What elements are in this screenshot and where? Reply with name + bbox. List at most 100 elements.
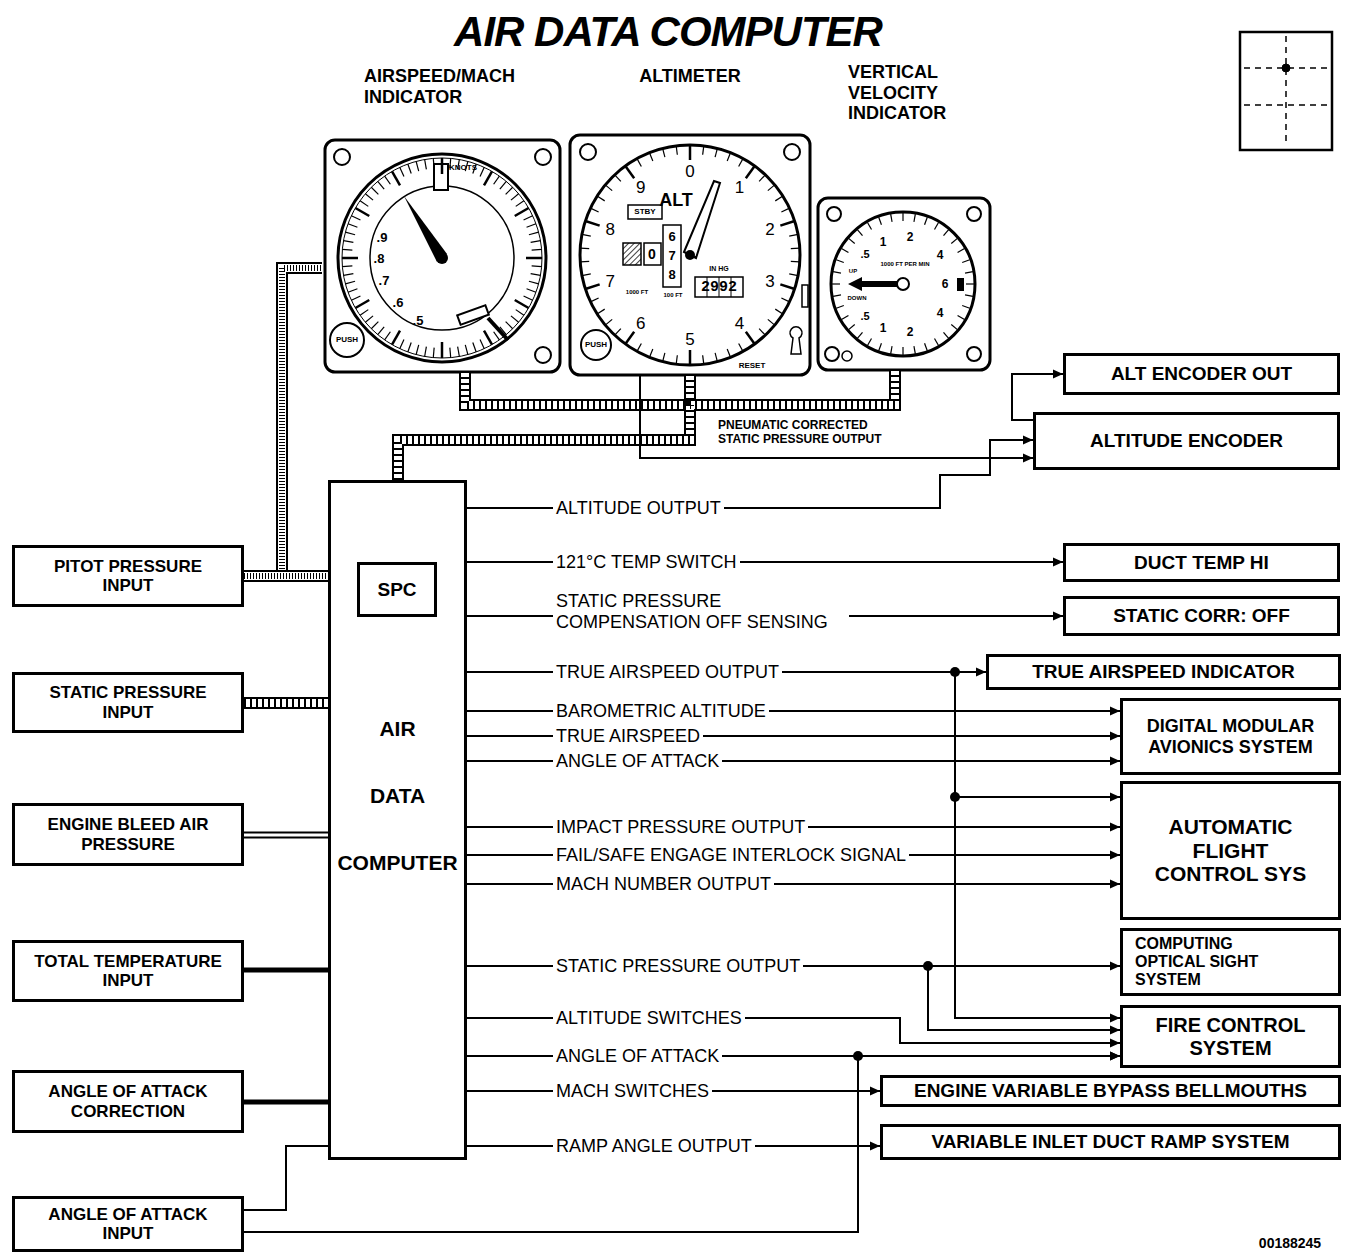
airspeed-mach-indicator: [370, 186, 514, 330]
signal-label: PNEUMATIC CORRECTED STATIC PRESSURE OUTP…: [715, 419, 891, 447]
pneumatic-line: [244, 970, 328, 971]
dial-tick: [935, 339, 939, 346]
dial-tick: [371, 187, 378, 194]
signal-label: FAIL/SAFE ENGAGE INTERLOCK SIGNAL: [553, 845, 909, 866]
instrument: AIRSPEED/MACH INDICATOR: [322, 66, 564, 372]
connector-stroke: [398, 370, 895, 480]
dial-marking: 2: [907, 326, 914, 338]
dial-marking: .5: [860, 249, 869, 260]
vertical-velocity-indicator: [827, 207, 841, 221]
dial-marking: .7: [379, 274, 390, 287]
connector-stroke: [244, 699, 328, 707]
pneumatic-line: [244, 835, 328, 836]
dial-tick: [408, 164, 411, 173]
altimeter: [580, 144, 596, 160]
node-text: AUTOMATIC FLIGHT CONTROL SYS: [1143, 815, 1318, 886]
dial-marking: 3: [765, 272, 774, 289]
system-box: ANGLE OF ATTACK CORRECTION: [12, 1070, 244, 1133]
dial-tick: [759, 329, 765, 336]
dial-marking: .6: [393, 296, 404, 309]
grid-icon: [1285, 36, 1287, 146]
vertical-velocity-indicator: [848, 277, 903, 291]
dial-tick: [441, 342, 444, 358]
dial-tick: [585, 284, 599, 289]
dial-tick: [943, 230, 948, 236]
dial-tick: [365, 194, 373, 200]
connector-stroke: [244, 697, 328, 709]
dial-tick: [689, 145, 692, 160]
altimeter: [570, 135, 810, 375]
dial-tick: [857, 230, 862, 236]
dial-marking: 1: [880, 322, 887, 334]
dial-tick: [532, 265, 542, 267]
connector-stroke: [467, 672, 1120, 1018]
dial-tick: [511, 194, 519, 200]
dial-tick: [365, 316, 373, 322]
dial-marking: .5: [860, 311, 869, 322]
dial-marking: 1: [880, 236, 887, 248]
altimeter: [570, 135, 810, 375]
dial-tick: [458, 347, 460, 357]
computer-box: AIR DATA COMPUTERSPC: [328, 480, 467, 1160]
dial-tick: [902, 213, 903, 221]
dial-tick: [951, 324, 957, 329]
signal-label: BAROMETRIC ALTITUDE: [553, 701, 769, 722]
dial-tick: [879, 343, 882, 351]
system-box: STATIC CORR: OFF: [1063, 596, 1340, 636]
dial-tick: [425, 347, 427, 357]
connector-stroke: [398, 370, 895, 480]
dial-tick: [842, 316, 849, 320]
dial-tick: [529, 281, 539, 284]
dial-marking: PUSH: [336, 336, 358, 344]
dial-tick: [582, 274, 591, 276]
connector-stroke: [244, 268, 322, 576]
system-box: ALTITUDE ENCODER: [1033, 412, 1340, 470]
dial-tick: [739, 159, 743, 167]
signal-line: [467, 440, 1033, 508]
dial-marking: 1000 FT: [626, 289, 648, 295]
connector-stroke: [398, 375, 690, 480]
vertical-velocity-indicator: [957, 278, 964, 291]
signal-label: ALTITUDE OUTPUT: [553, 498, 724, 519]
dial-marking: .9: [377, 231, 388, 244]
system-box: VARIABLE INLET DUCT RAMP SYSTEM: [880, 1124, 1341, 1160]
dial-marking: KNOTS: [449, 164, 477, 172]
signal-label: STATIC PRESSURE OUTPUT: [553, 956, 803, 977]
dial-tick: [515, 300, 529, 308]
dial-marking: ALT: [659, 191, 693, 209]
dial-tick: [605, 319, 612, 325]
system-box: ENGINE BLEED AIR PRESSURE: [12, 803, 244, 866]
signal-label: IMPACT PRESSURE OUTPUT: [553, 817, 808, 838]
dial-tick: [768, 319, 775, 325]
dial-tick: [506, 322, 513, 329]
instrument: ALTIMETER: [568, 66, 812, 375]
signal-label: ANGLE OF ATTACK: [553, 751, 722, 772]
dial-tick: [400, 340, 404, 349]
dial-tick: [625, 332, 634, 344]
dial-tick: [500, 181, 506, 189]
dial-tick: [746, 166, 755, 178]
connector-stroke: [398, 372, 690, 480]
dial-tick: [775, 309, 783, 314]
dial-tick: [345, 232, 355, 235]
dial-tick: [832, 283, 840, 284]
node-text: AIRSPEED/MACH INDICATOR: [364, 66, 554, 107]
dial-marking: 1: [735, 179, 744, 196]
signal-label: MACH NUMBER OUTPUT: [553, 874, 774, 895]
dial-tick: [637, 159, 641, 167]
system-box: AUTOMATIC FLIGHT CONTROL SYS: [1120, 781, 1341, 920]
altimeter: [790, 327, 802, 354]
signal-label: TRUE AIRSPEED: [553, 726, 703, 747]
dial-tick: [526, 257, 542, 260]
dial-tick: [759, 175, 765, 182]
dial-tick: [425, 160, 427, 170]
dial-marking: 1000 FT PER MIN: [880, 261, 929, 267]
dial-tick: [637, 344, 641, 352]
dial-tick: [650, 153, 653, 161]
connector-stroke: [398, 375, 690, 480]
dial-tick: [833, 295, 841, 296]
dial-marking: 5: [685, 331, 694, 348]
altimeter: [784, 144, 800, 160]
airspeed-mach-indicator: [330, 323, 364, 357]
connector-stroke: [467, 440, 1033, 508]
